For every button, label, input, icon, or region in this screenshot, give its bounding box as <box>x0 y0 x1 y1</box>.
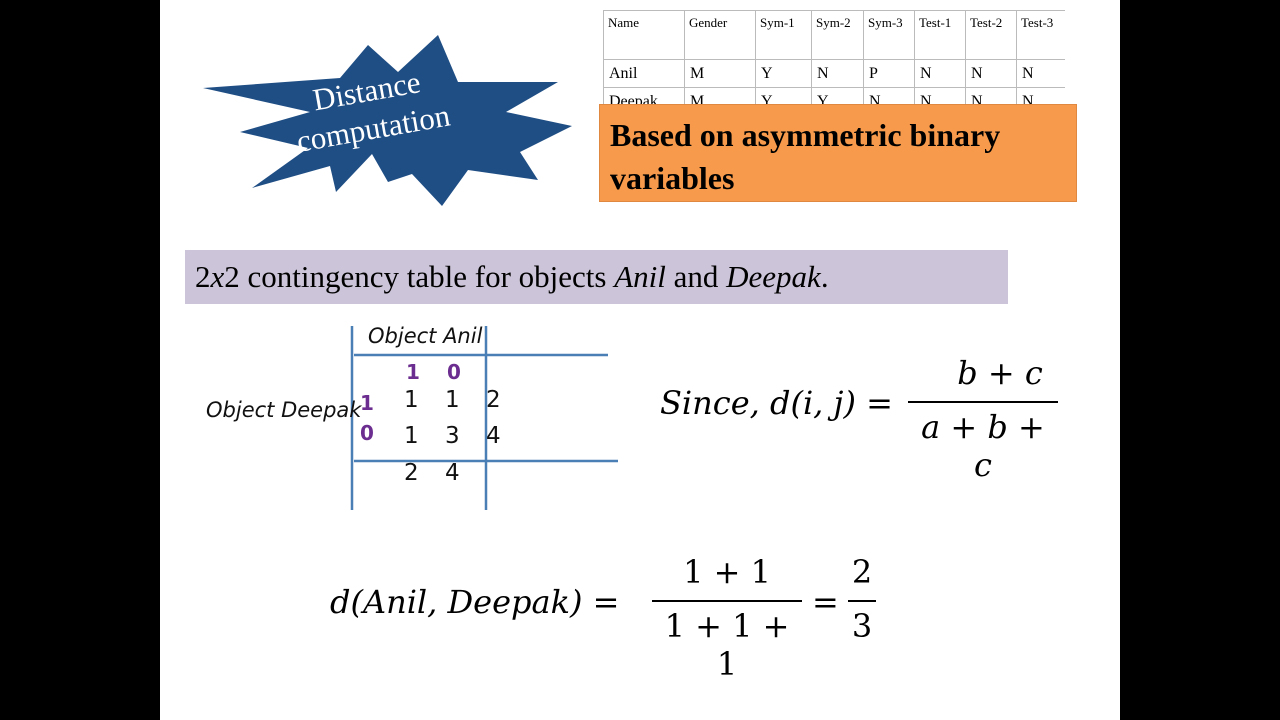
banner-prefix: 2 <box>195 259 211 294</box>
cell: N <box>914 59 966 88</box>
cell: N <box>965 59 1017 88</box>
result-numerator: 2 <box>851 553 873 591</box>
contingency-lines <box>350 326 618 510</box>
attribute-table: Name Gender Sym-1 Sym-2 Sym-3 Test-1 Tes… <box>603 10 1065 116</box>
banner-end: . <box>820 259 829 294</box>
col-total-0: 4 <box>445 460 460 486</box>
col-header-0: 0 <box>447 360 461 384</box>
col-header-1: 1 <box>406 360 420 384</box>
col-total-1: 2 <box>404 460 419 486</box>
fraction-bar <box>908 401 1058 403</box>
header-name: Name <box>603 10 685 60</box>
cell: M <box>684 59 756 88</box>
banner-and: and <box>665 259 727 294</box>
cell-b: 1 <box>445 387 460 413</box>
banner-suffix: 2 contingency table for objects <box>224 259 615 294</box>
header-gender: Gender <box>684 10 756 60</box>
cell: Y <box>755 59 812 88</box>
cell-d: 3 <box>445 423 460 449</box>
header-sym-2: Sym-2 <box>811 10 864 60</box>
cell: N <box>811 59 864 88</box>
banner-obj1: Anil <box>614 259 666 294</box>
banner-x: x <box>210 259 225 294</box>
starburst-shape <box>203 35 572 206</box>
row-total-0: 4 <box>486 423 501 449</box>
header-sym-1: Sym-1 <box>755 10 812 60</box>
result-denominator: 3 <box>851 607 873 645</box>
cell: N <box>1016 59 1065 88</box>
computation-denominator: 1 + 1 + 1 <box>664 607 790 683</box>
header-test-1: Test-1 <box>914 10 966 60</box>
cell-a: 1 <box>404 387 419 413</box>
banner-obj2: Deepak <box>726 259 821 294</box>
header-sym-3: Sym-3 <box>863 10 915 60</box>
cell: P <box>863 59 915 88</box>
table-row: Anil M Y N P N N N <box>603 59 1065 88</box>
header-test-2: Test-2 <box>965 10 1017 60</box>
cell: Anil <box>603 59 685 88</box>
cell-c: 1 <box>404 423 419 449</box>
header-test-3: Test-3 <box>1016 10 1065 60</box>
contingency-banner: 2x2 contingency table for objects Anil a… <box>185 250 1008 304</box>
formula-denominator: a + b + c <box>921 408 1045 484</box>
row-label: Object Deepak <box>206 398 362 422</box>
formula-lhs: Since, d(i, j) = <box>660 384 893 422</box>
slide: Distance computation Name Gender Sym-1 S… <box>160 0 1120 720</box>
col-label: Object Anil <box>368 324 483 348</box>
result-fraction-bar <box>848 600 876 602</box>
starburst-polygon <box>203 35 572 206</box>
callout-box: Based on asymmetric binary variables <box>599 104 1077 202</box>
equals-sign: = <box>812 583 839 621</box>
fraction-bar <box>652 600 802 602</box>
computation-numerator: 1 + 1 <box>683 553 771 591</box>
row-header-0: 0 <box>360 421 374 445</box>
row-header-1: 1 <box>360 391 374 415</box>
computation-lhs: d(Anil, Deepak) = <box>330 583 620 621</box>
table-header-row: Name Gender Sym-1 Sym-2 Sym-3 Test-1 Tes… <box>603 10 1065 60</box>
row-total-1: 2 <box>486 387 501 413</box>
formula-numerator: b + c <box>957 354 1043 392</box>
